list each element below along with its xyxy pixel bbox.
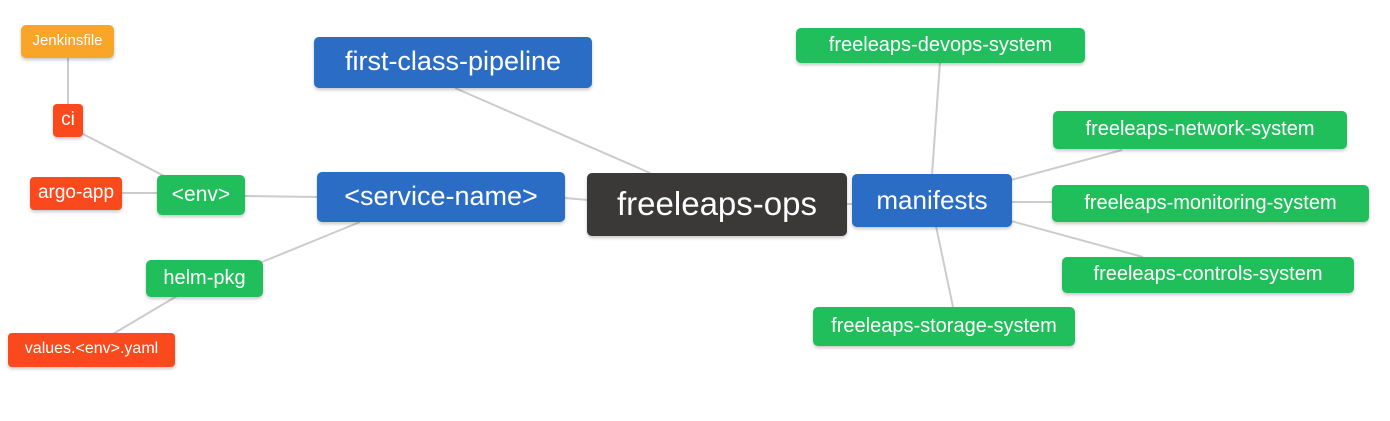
edge-manifests-controls-system	[1010, 220, 1144, 258]
node-env[interactable]: <env>	[157, 175, 245, 215]
node-manifests[interactable]: manifests	[852, 174, 1012, 227]
node-jenkinsfile[interactable]: Jenkinsfile	[21, 25, 114, 58]
node-first-class-pipeline[interactable]: first-class-pipeline	[314, 37, 592, 88]
node-argo-app[interactable]: argo-app	[30, 177, 122, 210]
node-freeleaps-devops-system[interactable]: freeleaps-devops-system	[796, 28, 1085, 63]
node-freeleaps-ops[interactable]: freeleaps-ops	[587, 173, 847, 236]
edge-ci-env	[80, 132, 169, 179]
edge-manifests-storage-system	[935, 225, 954, 308]
node-freeleaps-storage-system[interactable]: freeleaps-storage-system	[813, 307, 1075, 346]
node-ci[interactable]: ci	[53, 104, 83, 137]
node-freeleaps-network-system[interactable]: freeleaps-network-system	[1053, 111, 1347, 149]
node-service-name[interactable]: <service-name>	[317, 172, 565, 222]
edge-values-helm-pkg	[112, 295, 178, 335]
node-helm-pkg[interactable]: helm-pkg	[146, 260, 263, 297]
edge-helm-pkg-service-name	[261, 221, 361, 263]
edge-env-service-name	[244, 195, 318, 198]
edge-manifests-devops-system	[931, 61, 941, 176]
edge-service-name-freeleaps-ops	[564, 197, 589, 201]
node-freeleaps-monitoring-system[interactable]: freeleaps-monitoring-system	[1052, 185, 1369, 222]
node-freeleaps-controls-system[interactable]: freeleaps-controls-system	[1062, 257, 1354, 293]
edge-manifests-network-system	[1010, 149, 1123, 181]
node-values-env-yaml[interactable]: values.<env>.yaml	[8, 333, 175, 367]
edge-pipeline-freeleaps-ops	[454, 87, 651, 174]
